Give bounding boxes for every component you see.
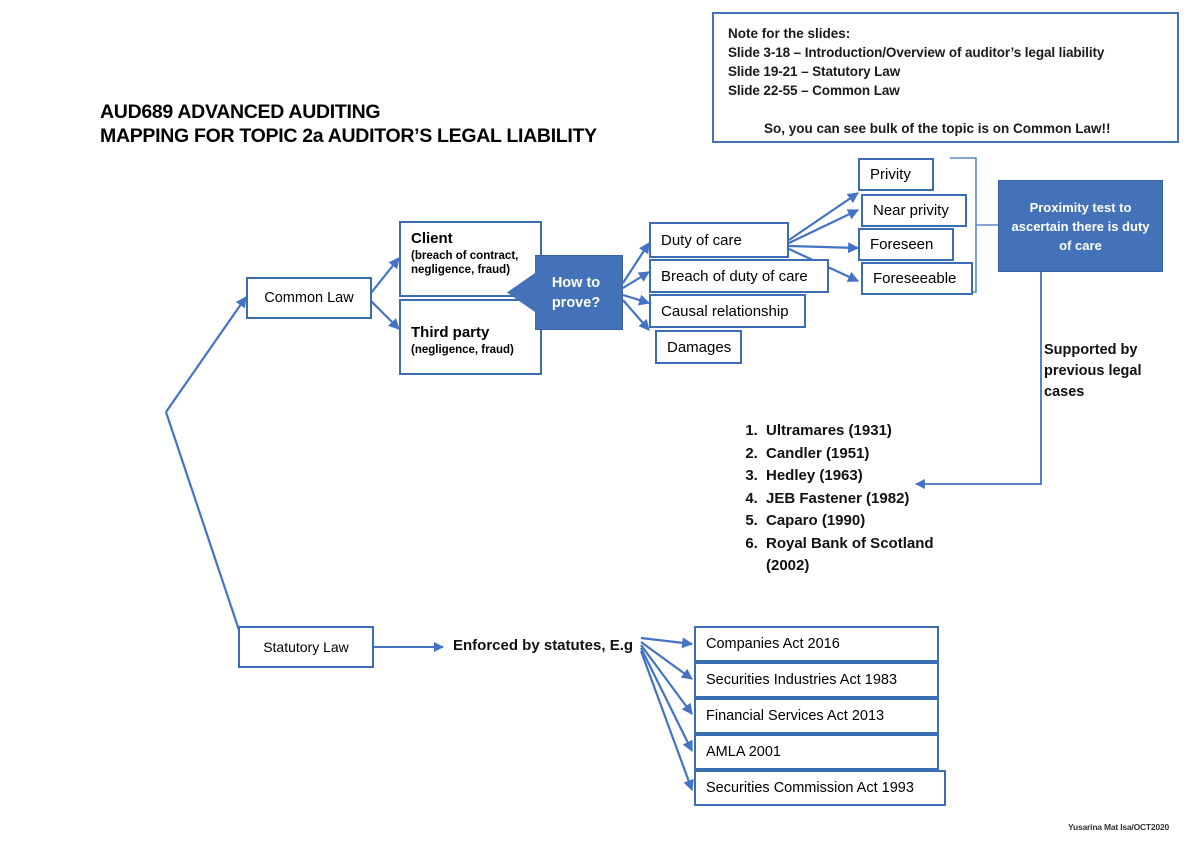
proof-element-causal-relationship[interactable]: Causal relationship xyxy=(649,294,806,328)
note-footnote: So, you can see bulk of the topic is on … xyxy=(764,121,1111,136)
link-statute-amla xyxy=(640,647,693,752)
link-duty-near-privity xyxy=(788,209,859,244)
proof-element-duty-of-care[interactable]: Duty of care xyxy=(649,222,789,258)
node-client-title: Client xyxy=(411,230,453,247)
note-line-2: Slide 19-21 – Statutory Law xyxy=(728,64,901,79)
note-line-1: Slide 3-18 – Introduction/Overview of au… xyxy=(728,45,1105,60)
statute-amla[interactable]: AMLA 2001 xyxy=(694,734,939,770)
node-third-party-subtitle: (negligence, fraud) xyxy=(411,344,514,356)
statute-financial-services-act[interactable]: Financial Services Act 2013 xyxy=(694,698,939,734)
legal-case-item: JEB Fastener (1982) xyxy=(762,488,966,511)
link-prove-causal xyxy=(622,293,651,306)
node-common-law[interactable]: Common Law xyxy=(246,277,372,319)
node-client-subtitle: (breach of contract, negligence, fraud) xyxy=(411,250,519,276)
proof-element-label: Breach of duty of care xyxy=(661,267,808,285)
note-panel: Note for the slides: Slide 3-18 – Introd… xyxy=(712,12,1179,143)
proximity-level-label: Privity xyxy=(870,166,911,183)
proof-element-breach-of-duty[interactable]: Breach of duty of care xyxy=(649,259,829,293)
link-duty-privity xyxy=(788,192,859,241)
proximity-level-privity[interactable]: Privity xyxy=(858,158,934,191)
legal-cases-list: Ultramares (1931) Candler (1951) Hedley … xyxy=(736,420,966,578)
link-common-law-third-party xyxy=(370,300,400,330)
common-law-fanout xyxy=(370,257,400,330)
node-how-to-prove-label: How to prove? xyxy=(551,274,601,311)
note-heading: Note for the slides: xyxy=(728,26,851,41)
statute-securities-commission-act[interactable]: Securities Commission Act 1993 xyxy=(694,770,946,806)
proximity-level-foreseen[interactable]: Foreseen xyxy=(858,228,954,261)
link-statute-securities-commission-act xyxy=(639,650,694,792)
node-statutory-law-label: Statutory Law xyxy=(263,639,349,655)
legal-case-item: Royal Bank of Scotland (2002) xyxy=(762,533,966,578)
title-line-1: AUD689 ADVANCED AUDITING xyxy=(100,101,381,123)
link-to-common-law xyxy=(165,296,247,413)
node-common-law-label: Common Law xyxy=(264,290,354,306)
proximity-level-label: Foreseeable xyxy=(873,270,957,287)
link-statute-financial-services-act xyxy=(640,644,693,715)
proximity-level-near-privity[interactable]: Near privity xyxy=(861,194,967,227)
link-prove-breach xyxy=(622,271,650,289)
legal-case-item: Candler (1951) xyxy=(762,443,966,466)
link-duty-foreseen xyxy=(788,242,860,254)
statute-securities-industries-act[interactable]: Securities Industries Act 1983 xyxy=(694,662,939,698)
node-third-party[interactable]: Third party (negligence, fraud) xyxy=(399,299,542,375)
node-third-party-title: Third party xyxy=(411,324,490,341)
proof-element-damages[interactable]: Damages xyxy=(655,330,742,364)
statutes-fanout xyxy=(639,636,694,792)
legal-case-item: Caparo (1990) xyxy=(762,510,966,533)
proof-element-label: Duty of care xyxy=(661,231,742,249)
how-to-prove-fanout xyxy=(622,242,651,331)
statute-label: Companies Act 2016 xyxy=(706,636,840,652)
statute-label: AMLA 2001 xyxy=(706,744,781,760)
note-line-3: Slide 22-55 – Common Law xyxy=(728,83,900,98)
node-statutory-law[interactable]: Statutory Law xyxy=(238,626,374,668)
link-to-statutory-law xyxy=(164,411,250,656)
statute-label: Securities Industries Act 1983 xyxy=(706,672,898,688)
proof-element-label: Causal relationship xyxy=(661,302,789,320)
statute-companies-act[interactable]: Companies Act 2016 xyxy=(694,626,939,662)
label-supported-by: Supported by previous legal cases xyxy=(1044,342,1142,400)
link-prove-duty xyxy=(622,242,650,284)
proximity-level-label: Foreseen xyxy=(870,236,934,253)
link-prove-damages xyxy=(622,299,650,331)
proof-element-label: Damages xyxy=(667,338,732,356)
legal-case-item: Hedley (1963) xyxy=(762,465,966,488)
node-proximity-test[interactable]: Proximity test to ascertain there is dut… xyxy=(998,180,1163,272)
link-common-law-client xyxy=(370,257,400,294)
page-title: AUD689 ADVANCED AUDITING MAPPING FOR TOP… xyxy=(100,100,720,148)
node-proximity-test-label: Proximity test to ascertain there is dut… xyxy=(1011,199,1150,253)
root-branch-connectors xyxy=(164,296,250,656)
proximity-level-foreseeable[interactable]: Foreseeable xyxy=(861,262,973,295)
label-enforced-by-statutes: Enforced by statutes, E.g xyxy=(453,637,634,654)
title-line-2: MAPPING FOR TOPIC 2a AUDITOR’S LEGAL LIA… xyxy=(100,125,597,147)
link-statute-securities-industries-act xyxy=(640,641,693,680)
legal-case-item: Ultramares (1931) xyxy=(762,420,966,443)
statute-label: Securities Commission Act 1993 xyxy=(706,780,914,796)
footer-credit: Yusarina Mat Isa/OCT2020 xyxy=(1068,822,1170,832)
proximity-level-label: Near privity xyxy=(873,202,949,219)
link-statute-companies-act xyxy=(640,636,694,649)
statute-label: Financial Services Act 2013 xyxy=(706,708,885,724)
